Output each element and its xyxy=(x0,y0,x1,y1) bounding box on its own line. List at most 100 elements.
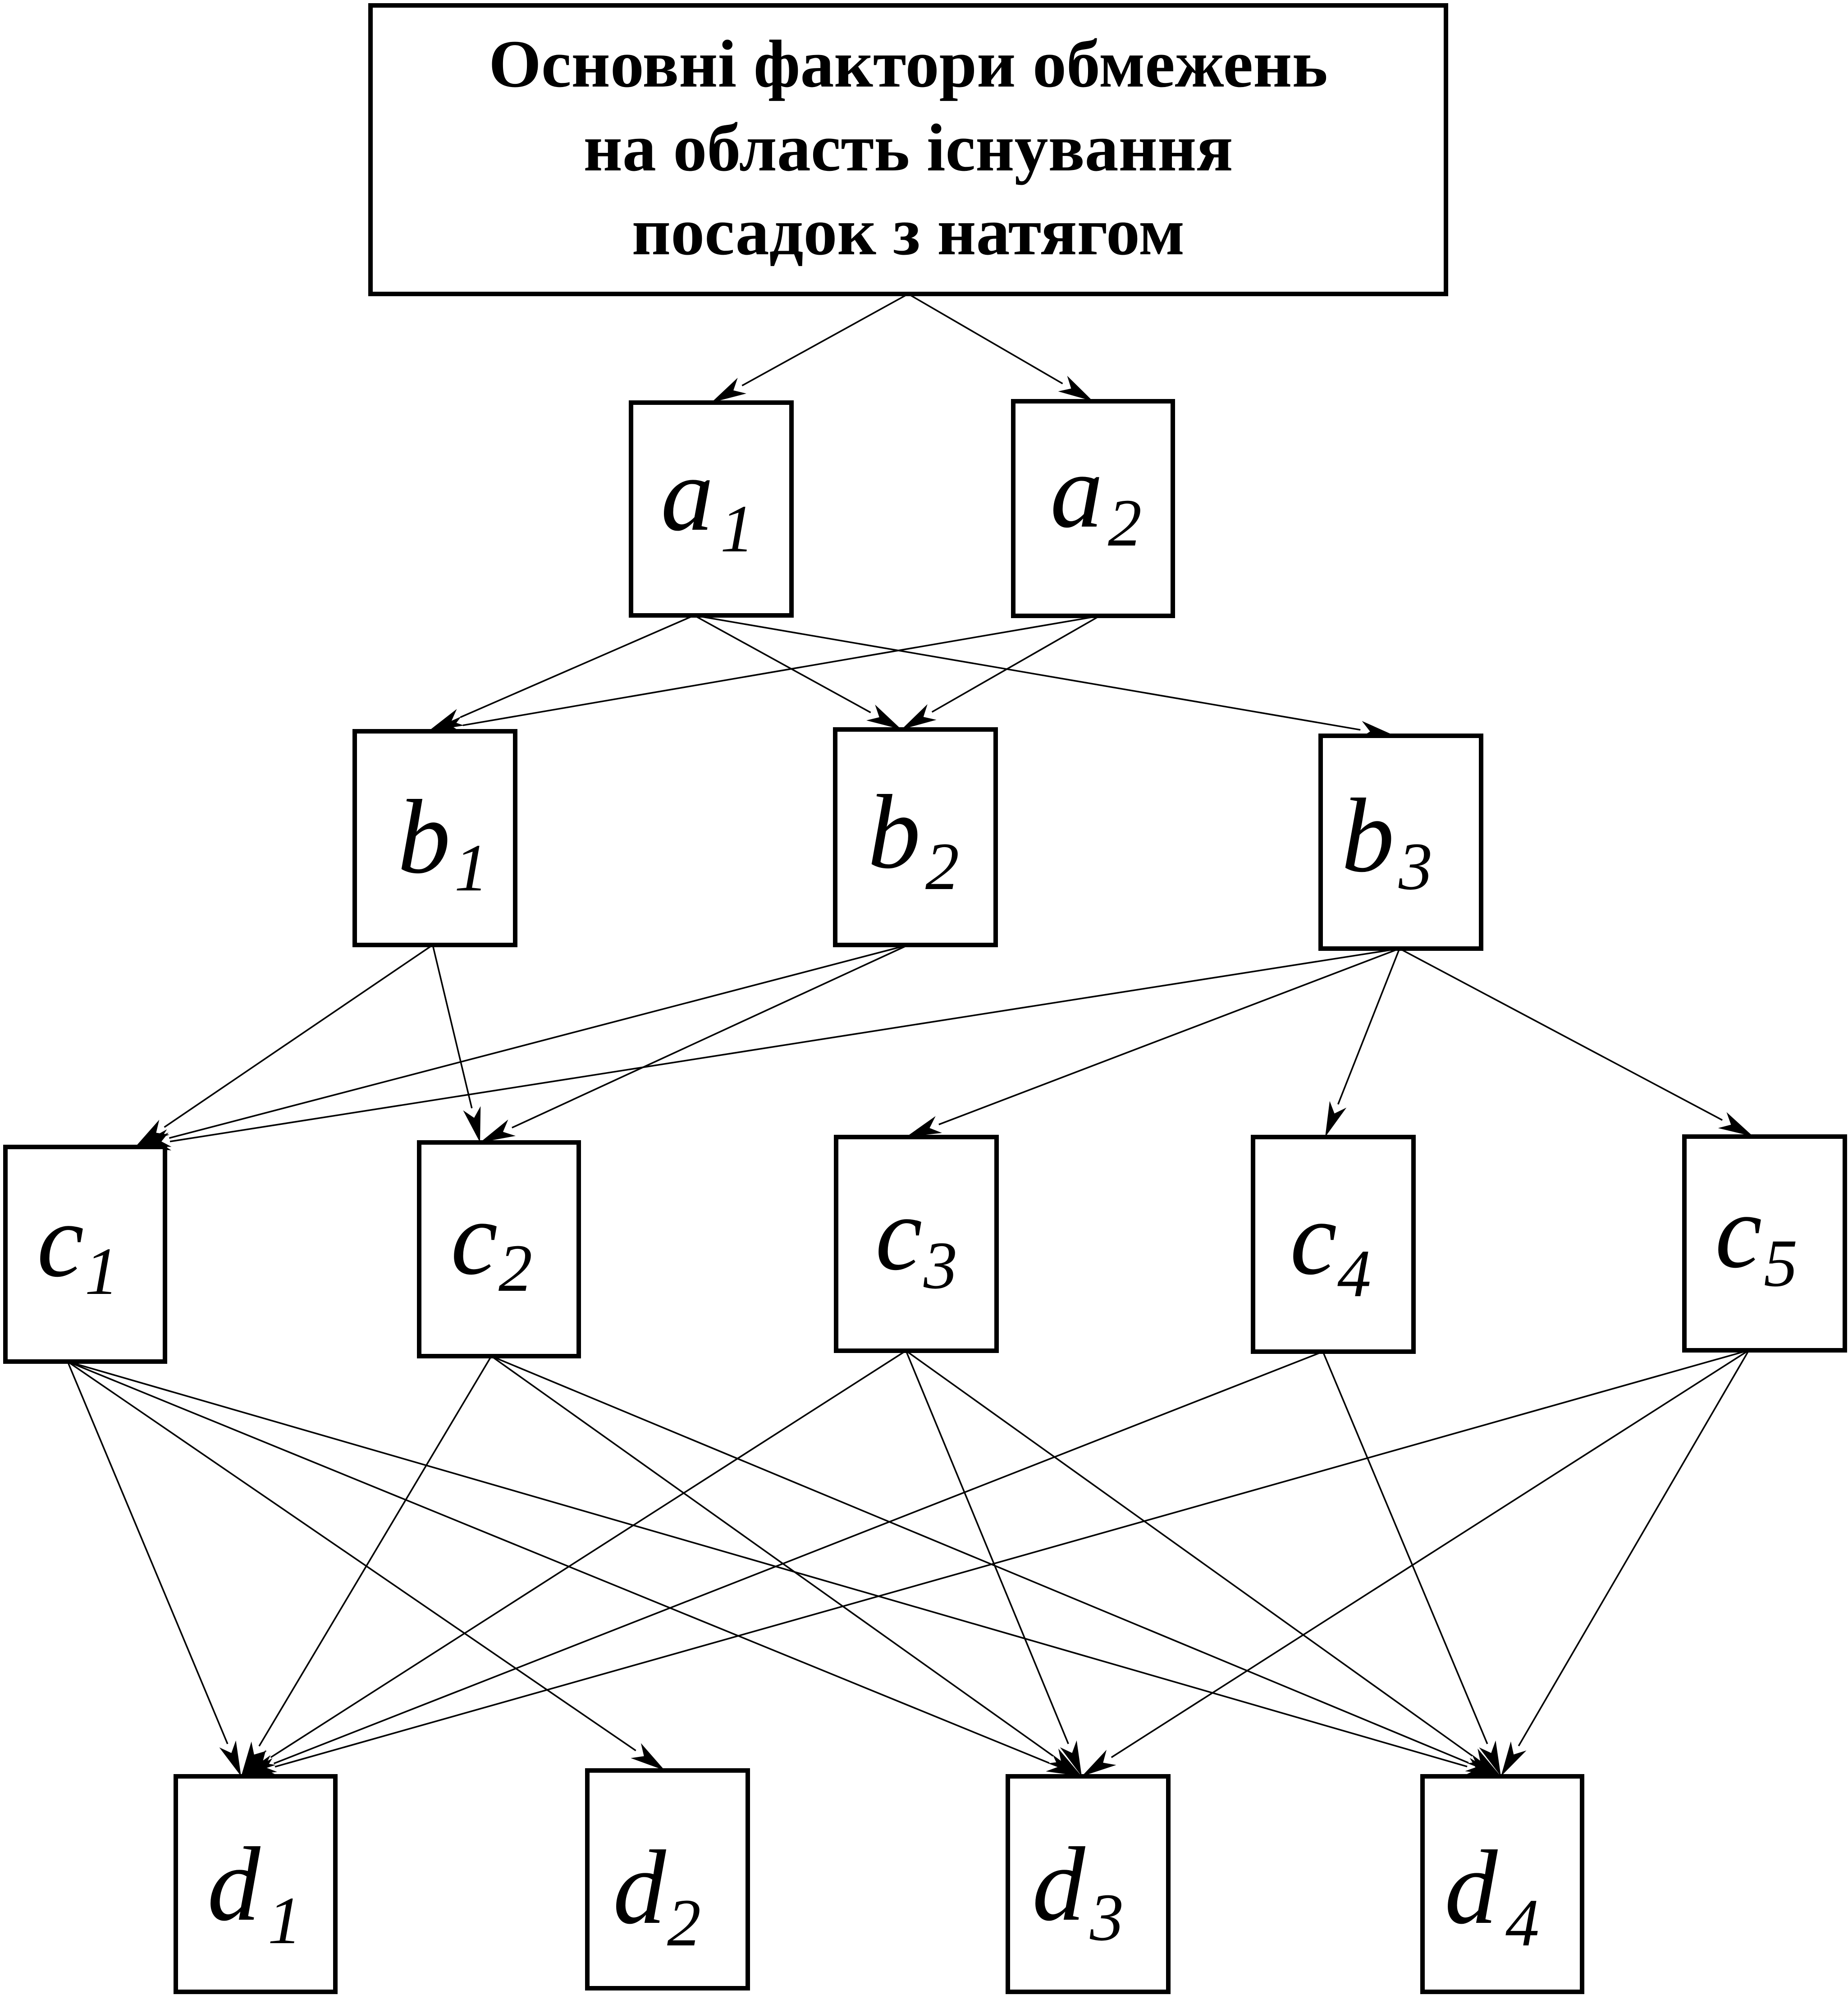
node-b1: b 1 xyxy=(352,729,517,947)
edge-c5-d3 xyxy=(1111,1349,1749,1758)
node-c4-subscript: 4 xyxy=(1337,1236,1371,1311)
title-line-2: на область існування xyxy=(583,110,1233,185)
node-b2-letter: b xyxy=(868,773,921,890)
node-a2: a 2 xyxy=(1011,399,1175,618)
edge-title-a1 xyxy=(741,293,909,386)
edge-c5-d1 xyxy=(274,1349,1749,1768)
node-d1: d 1 xyxy=(174,1774,338,1994)
node-c3: c 3 xyxy=(834,1135,999,1353)
node-c2: c 2 xyxy=(417,1140,581,1358)
arrowhead-title-a1 xyxy=(711,377,746,403)
node-c1: c 1 xyxy=(3,1145,167,1364)
edge-c4-d1 xyxy=(273,1351,1323,1765)
title-line-1: Основні фактори обмежень xyxy=(489,27,1328,101)
node-c3-subscript: 3 xyxy=(923,1228,957,1303)
node-d4-box xyxy=(1420,1774,1584,1994)
edge-b1-c2 xyxy=(432,945,473,1109)
edge-c1-d4 xyxy=(67,1361,1468,1768)
node-c2-letter: c xyxy=(451,1179,498,1297)
arrowhead-b1-c1 xyxy=(135,1119,169,1147)
arrowhead-c5-d1 xyxy=(241,1758,278,1776)
arrowhead-c1-d1 xyxy=(219,1740,241,1776)
node-c5-box xyxy=(1682,1134,1847,1353)
edge-b3-c1 xyxy=(169,948,1400,1142)
node-c5-letter: c xyxy=(1715,1173,1762,1290)
node-b3-subscript: 3 xyxy=(1398,829,1432,904)
node-c2-box xyxy=(417,1140,581,1358)
edge-c3-d4 xyxy=(905,1350,1473,1757)
node-d3: d 3 xyxy=(1006,1774,1171,1994)
node-d1-subscript: 1 xyxy=(268,1883,302,1958)
node-a1-box xyxy=(629,400,794,618)
node-c5-subscript: 5 xyxy=(1764,1226,1798,1301)
edge-b2-c1 xyxy=(169,944,909,1139)
node-a2-box xyxy=(1011,399,1175,618)
node-d2: d 2 xyxy=(585,1768,750,1990)
edge-c5-d4 xyxy=(1518,1350,1750,1747)
title-box xyxy=(368,3,1448,296)
arrowhead-a2-b2 xyxy=(901,704,937,729)
arrowhead-b3-c3 xyxy=(906,1116,942,1137)
edge-a2-b1 xyxy=(462,615,1100,726)
node-c4-box xyxy=(1251,1135,1416,1354)
edge-c1-d1 xyxy=(67,1361,229,1744)
edge-title-a2 xyxy=(908,293,1063,385)
node-b1-letter: b xyxy=(398,778,451,895)
node-a1-subscript: 1 xyxy=(720,491,754,566)
arrowhead-b3-c4 xyxy=(1325,1101,1347,1137)
node-b2: b 2 xyxy=(833,727,998,947)
arrowhead-c3-d4 xyxy=(1467,1748,1501,1776)
edge-c1-d2 xyxy=(67,1361,636,1752)
arrowhead-b3-c5 xyxy=(1718,1112,1753,1137)
arrowhead-b1-c2 xyxy=(463,1106,481,1142)
edge-c3-d3 xyxy=(905,1350,1069,1744)
edge-a2-b2 xyxy=(931,615,1100,713)
arrowhead-a1-b1 xyxy=(428,709,464,731)
node-d4-letter: d xyxy=(1445,1829,1498,1946)
node-a1: a 1 xyxy=(629,400,794,618)
node-b3-box xyxy=(1318,734,1483,951)
node-c2-subscript: 2 xyxy=(499,1231,532,1306)
edge-c4-d4 xyxy=(1322,1351,1488,1744)
edge-c2-d1 xyxy=(258,1356,492,1747)
edge-b3-c4 xyxy=(1337,948,1400,1105)
arrowhead-b2-c1 xyxy=(135,1129,172,1147)
node-c3-letter: c xyxy=(875,1175,922,1292)
node-c4-letter: c xyxy=(1290,1179,1337,1297)
node-b2-box xyxy=(833,727,998,947)
arrowhead-c1-d2 xyxy=(631,1743,665,1770)
node-b2-subscript: 2 xyxy=(925,829,959,904)
node-d3-subscript: 3 xyxy=(1089,1880,1124,1955)
arrowhead-c3-d1 xyxy=(241,1750,276,1776)
edge-c2-d4 xyxy=(491,1355,1469,1764)
node-d2-subscript: 2 xyxy=(667,1885,701,1960)
edge-a1-b1 xyxy=(460,615,695,718)
edge-c2-d3 xyxy=(490,1355,1054,1757)
arrowhead-c3-d3 xyxy=(1060,1740,1082,1776)
node-d2-letter: d xyxy=(613,1829,667,1946)
edge-c3-d1 xyxy=(270,1350,906,1758)
node-d4: d 4 xyxy=(1420,1774,1584,1994)
edge-c1-d3 xyxy=(67,1361,1050,1764)
title-line-3: посадок з натягом xyxy=(632,194,1185,269)
node-b1-box xyxy=(352,729,517,947)
edges-layer xyxy=(67,293,1753,1776)
edge-b2-c2 xyxy=(512,944,909,1128)
arrowhead-a1-b2 xyxy=(866,704,901,729)
edge-a1-b2 xyxy=(694,615,871,713)
arrowhead-c4-d4 xyxy=(1479,1740,1501,1776)
node-d4-subscript: 4 xyxy=(1505,1885,1539,1960)
edge-b1-c1 xyxy=(164,944,433,1128)
arrowhead-c2-d3 xyxy=(1048,1748,1082,1776)
node-a2-letter: a xyxy=(1050,432,1103,550)
node-d3-box xyxy=(1006,1774,1171,1994)
edge-a1-b3 xyxy=(694,615,1361,731)
node-b1-subscript: 1 xyxy=(454,830,488,905)
node-a1-letter: a xyxy=(661,436,714,553)
arrowhead-b2-c2 xyxy=(480,1119,516,1142)
edge-b3-c3 xyxy=(938,948,1400,1125)
node-b3: b 3 xyxy=(1318,734,1483,951)
node-d3-letter: d xyxy=(1032,1825,1086,1943)
node-d1-box xyxy=(174,1774,338,1994)
